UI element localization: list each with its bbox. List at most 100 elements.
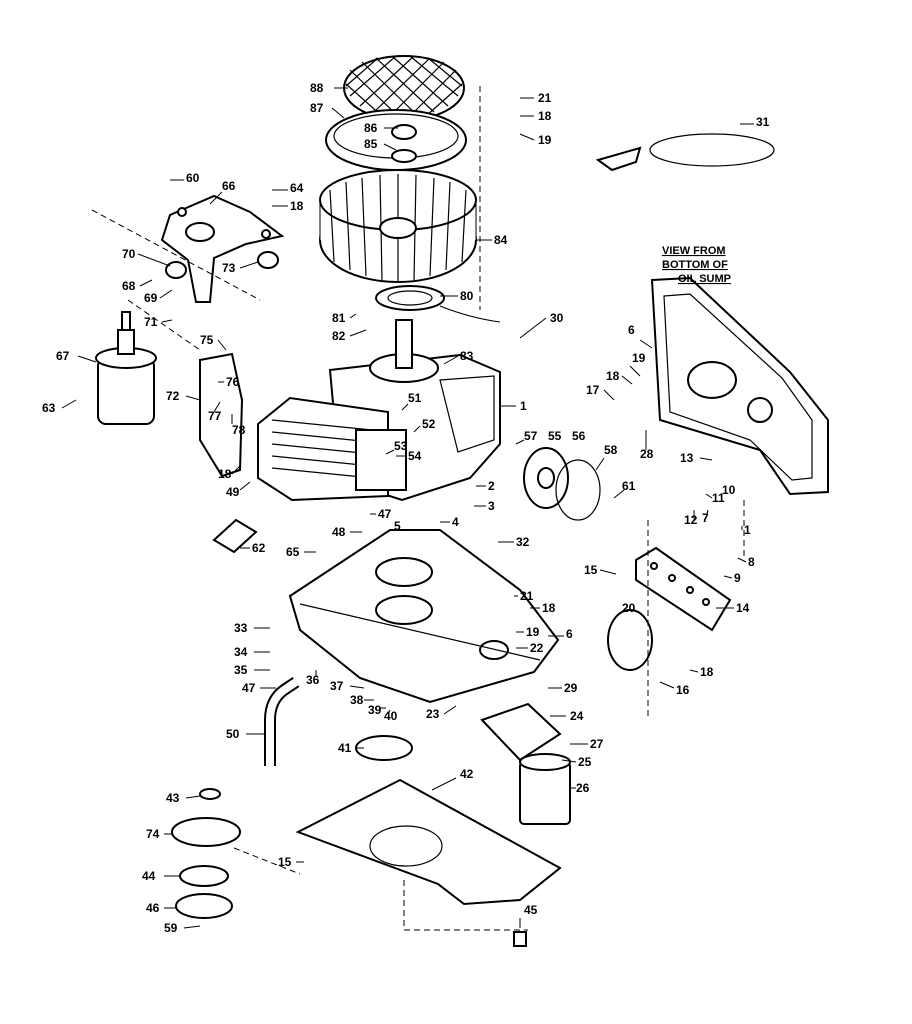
callout-leader-63 [61, 399, 77, 409]
callout-65: 65 [286, 545, 300, 559]
callout-13: 13 [680, 451, 694, 465]
callout-15: 15 [278, 855, 292, 869]
callout-35: 35 [234, 663, 248, 677]
callout-37: 37 [330, 679, 344, 693]
callout-74: 74 [146, 827, 160, 841]
callout-leader-7 [705, 509, 709, 519]
screen-plate [325, 109, 467, 171]
flywheel [319, 169, 477, 283]
cylinder-head [257, 396, 407, 502]
callout-60: 60 [186, 171, 200, 185]
callout-leader-18 [689, 669, 699, 673]
callout-26: 26 [576, 781, 590, 795]
callout-leader-43 [185, 795, 201, 799]
oil-filter [519, 753, 571, 825]
callout-67: 67 [56, 349, 70, 363]
callout-16: 16 [676, 683, 690, 697]
callout-18: 18 [700, 665, 714, 679]
callout-25: 25 [578, 755, 592, 769]
callout-18: 18 [606, 369, 620, 383]
callout-leader-52 [413, 425, 421, 433]
view-title: VIEW FROM BOTTOM OF OIL SUMP [662, 245, 731, 285]
callout-46: 46 [146, 901, 160, 915]
callout-76: 76 [226, 375, 240, 389]
callout-73: 73 [222, 261, 236, 275]
callout-leader-19 [629, 365, 641, 377]
top-bracket [160, 194, 285, 303]
callout-44: 44 [142, 869, 156, 883]
callout-18: 18 [542, 601, 556, 615]
callout-leader-16 [659, 681, 675, 689]
drain-plug [513, 931, 527, 947]
callout-48: 48 [332, 525, 346, 539]
callout-1: 1 [520, 399, 527, 413]
callout-28: 28 [640, 447, 654, 461]
callout-85: 85 [364, 137, 378, 151]
stator-ring [375, 285, 501, 323]
callout-12: 12 [684, 513, 698, 527]
callout-75: 75 [200, 333, 214, 347]
callout-leader-6 [639, 339, 653, 349]
callout-15: 15 [584, 563, 598, 577]
spark-plug [212, 518, 258, 554]
callout-leader-75 [217, 339, 227, 351]
callout-50: 50 [226, 727, 240, 741]
callout-63: 63 [42, 401, 56, 415]
gasket [355, 735, 413, 761]
oil-filter-adapter [480, 702, 562, 762]
callout-64: 64 [290, 181, 304, 195]
callout-38: 38 [350, 693, 364, 707]
callout-55: 55 [548, 429, 562, 443]
callout-leader-58 [595, 457, 605, 471]
callout-leader-9 [723, 575, 733, 579]
callout-leader-25 [561, 759, 577, 763]
view-title-line-2: BOTTOM OF [662, 259, 728, 271]
callout-47: 47 [378, 507, 392, 521]
gasket [607, 609, 653, 671]
callout-84: 84 [494, 233, 508, 247]
callout-39: 39 [368, 703, 382, 717]
callout-1: 1 [744, 523, 751, 537]
callout-34: 34 [234, 645, 248, 659]
callout-leader-15 [599, 569, 617, 575]
callout-9: 9 [734, 571, 741, 585]
callout-leader-18 [621, 375, 633, 385]
mounting-plate [635, 546, 732, 632]
callout-leader-82 [349, 329, 367, 337]
callout-6: 6 [566, 627, 573, 641]
callout-3: 3 [488, 499, 495, 513]
grille-screen [343, 55, 465, 121]
callout-56: 56 [572, 429, 586, 443]
callout-18: 18 [290, 199, 304, 213]
callout-58: 58 [604, 443, 618, 457]
callout-leader-77 [213, 401, 221, 413]
callout-42: 42 [460, 767, 474, 781]
callout-leader-81 [349, 313, 357, 319]
callout-10: 10 [722, 483, 736, 497]
callout-leader-13 [699, 457, 713, 461]
view-title-line-3: OIL SUMP [678, 273, 731, 285]
callout-40: 40 [384, 709, 398, 723]
callout-leader-59 [183, 925, 201, 929]
callout-47: 47 [242, 681, 256, 695]
callout-87: 87 [310, 101, 324, 115]
callout-leader-37 [349, 685, 365, 689]
callout-61: 61 [622, 479, 636, 493]
callout-2: 2 [488, 479, 495, 493]
callout-leader-51 [401, 403, 409, 411]
callout-57: 57 [524, 429, 538, 443]
callout-33: 33 [234, 621, 248, 635]
oil-sump [288, 529, 560, 704]
callout-leader-72 [185, 395, 201, 401]
callout-41: 41 [338, 741, 352, 755]
callout-leader-68 [139, 279, 153, 287]
callout-7: 7 [702, 511, 709, 525]
callout-21: 21 [520, 589, 534, 603]
mount-pad [257, 251, 279, 269]
callout-18: 18 [218, 467, 232, 481]
callout-72: 72 [166, 389, 180, 403]
callout-82: 82 [332, 329, 346, 343]
mount-pad [165, 261, 187, 279]
view-title-line-1: VIEW FROM [662, 245, 726, 257]
callout-leader-49 [239, 481, 251, 491]
